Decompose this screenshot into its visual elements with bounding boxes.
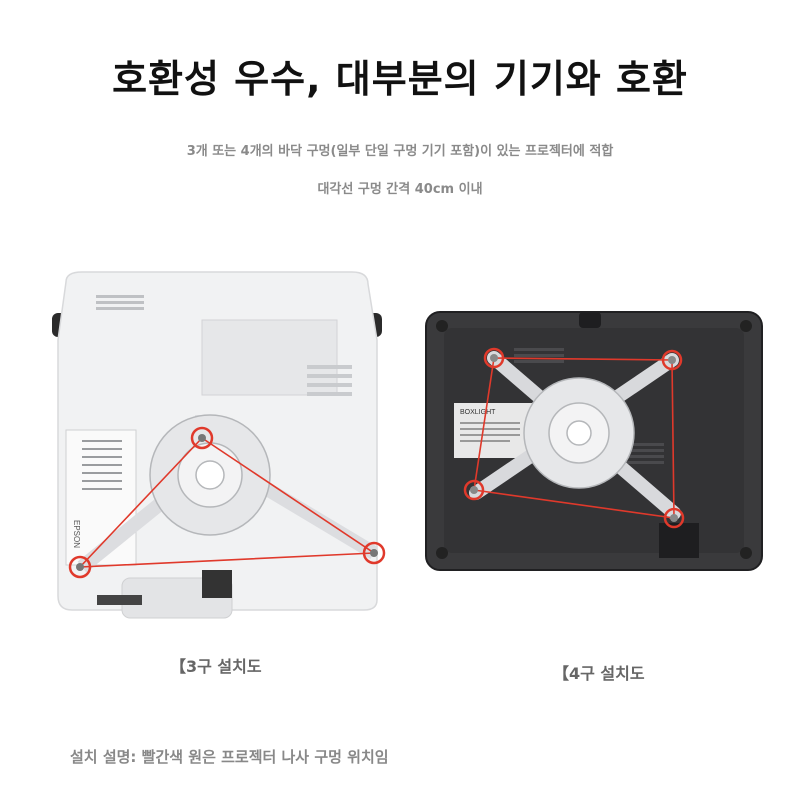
page-title: 호환성 우수, 대부분의 기기와 호환 bbox=[112, 57, 688, 101]
subtitle-line-2: 대각선 구멍 간격 40cm 이내 bbox=[317, 182, 483, 197]
brand-label-left: EPSON bbox=[72, 520, 81, 548]
three-hole-caption: 【3구 설치도 bbox=[170, 657, 262, 676]
install-note: 설치 설명: 빨간색 원은 프로젝터 나사 구멍 위치임 bbox=[70, 748, 389, 766]
three-hole-install-photo: EPSON bbox=[52, 271, 386, 619]
four-hole-caption: 【4구 설치도 bbox=[553, 664, 645, 683]
brand-label-right: BOXLIGHT bbox=[460, 409, 496, 416]
four-hole-install-photo: BOXLIGHT bbox=[425, 311, 763, 571]
subtitle-line-1: 3개 또는 4개의 바닥 구멍(일부 단일 구멍 기기 포함)이 있는 프로젝터… bbox=[186, 144, 614, 159]
